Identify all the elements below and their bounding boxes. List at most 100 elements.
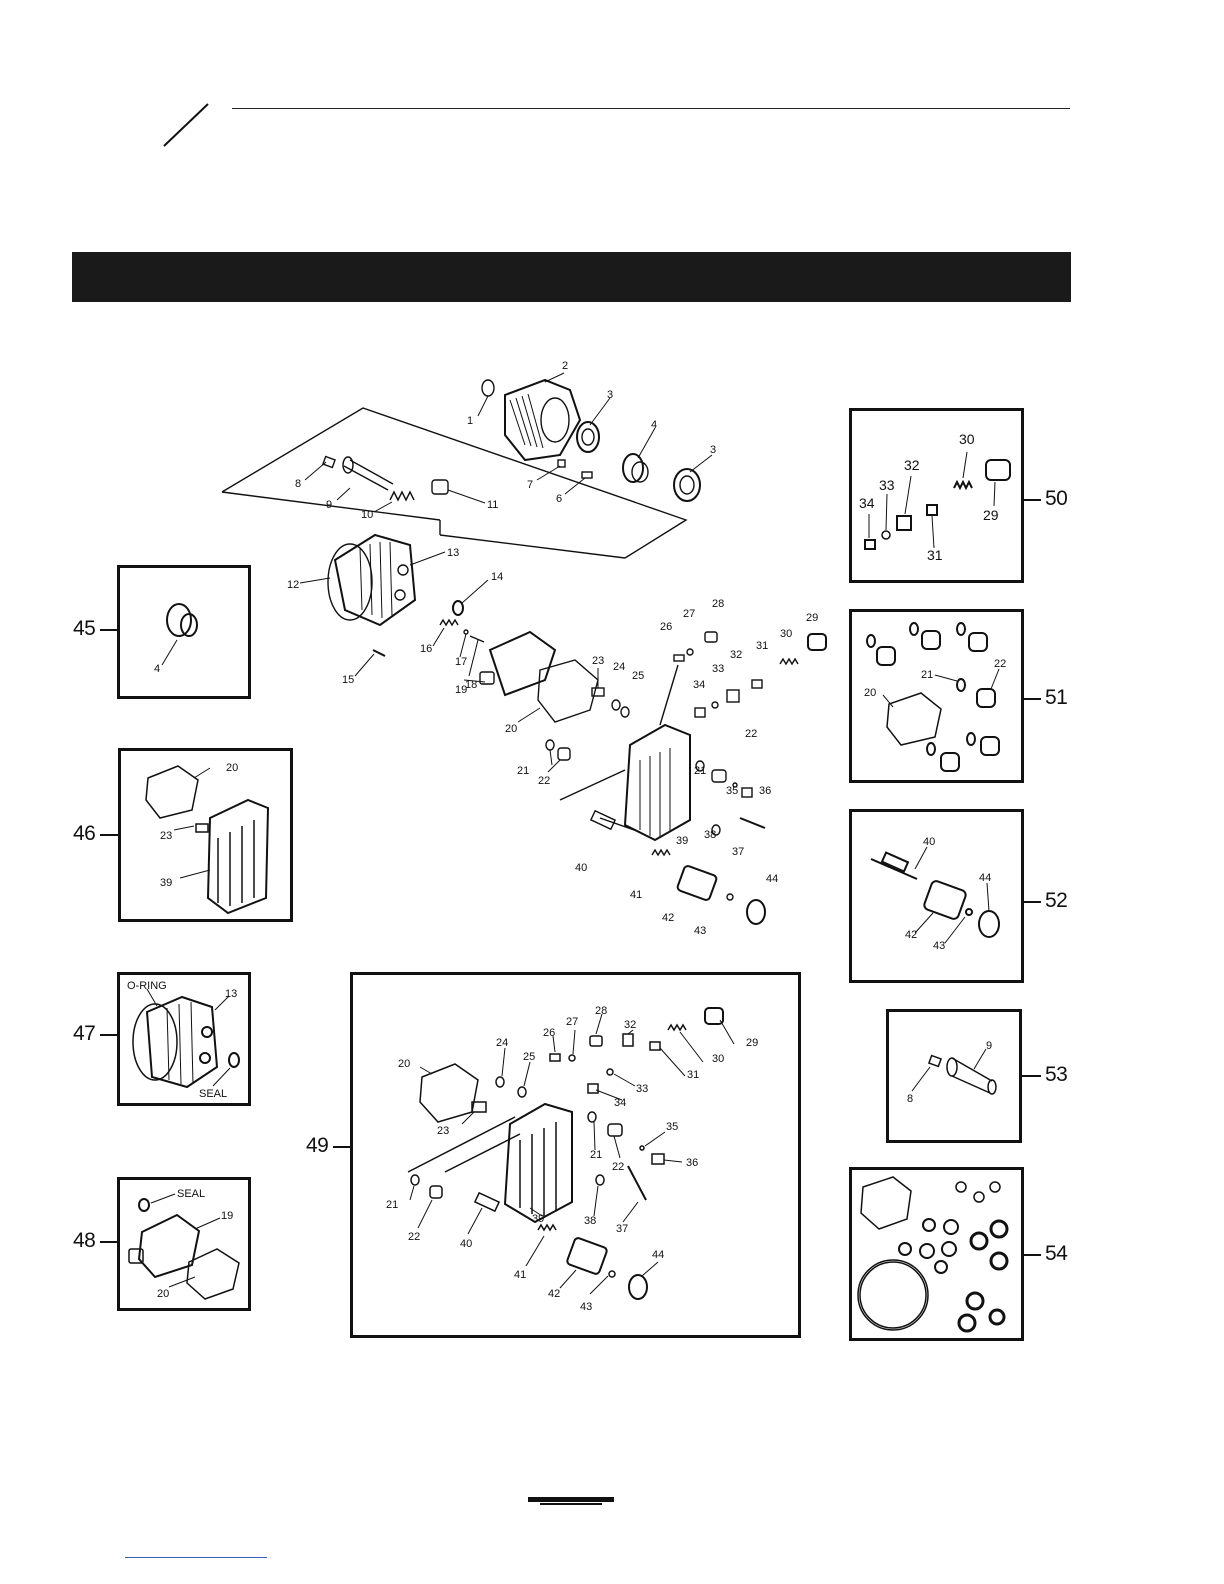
kit-49-callout-21: 21 <box>590 1149 602 1161</box>
main-callout-42: 42 <box>662 912 674 924</box>
main-callout-30: 30 <box>780 628 792 640</box>
main-callout-36: 36 <box>759 785 771 797</box>
kit-50-callout-29: 29 <box>983 507 999 523</box>
kit-54-label: 54 <box>1045 1242 1068 1265</box>
kit-52-leader <box>1023 901 1041 903</box>
kit-50-callout-30: 30 <box>959 431 975 447</box>
kit-49-callout-22b: 22 <box>408 1231 420 1243</box>
kit-47-diagram: O-RING 13 SEAL <box>127 980 240 1100</box>
kit-46-diagram: 20 23 39 <box>145 762 270 915</box>
main-callout-29: 29 <box>806 612 818 624</box>
kit-49-callout-37: 37 <box>616 1223 628 1235</box>
kit-49-callout-35: 35 <box>666 1121 678 1133</box>
kit-45-diagram: 4 <box>154 603 198 675</box>
kit-49-box <box>350 972 801 1338</box>
kit-49-callout-39: 39 <box>532 1213 544 1225</box>
kit-47-callout-13: 13 <box>225 988 237 1000</box>
main-callout-44: 44 <box>766 873 778 885</box>
kit-50-callout-31: 31 <box>927 547 943 563</box>
kit-48-box <box>117 1177 251 1311</box>
kit-52-callout-43: 43 <box>933 940 945 952</box>
kit-47-leader <box>100 1034 118 1036</box>
footer-mark-underline <box>540 1503 602 1505</box>
main-callout-2: 2 <box>562 360 568 372</box>
main-callout-7: 7 <box>527 479 533 491</box>
kit-49-callout-22: 22 <box>612 1161 624 1173</box>
kit-45-leader <box>100 629 118 631</box>
kit-49-callout-34: 34 <box>614 1097 626 1109</box>
kit-45-label: 45 <box>73 617 96 640</box>
kit-52-callout-40: 40 <box>923 836 935 848</box>
kit-53-leader <box>1021 1075 1041 1077</box>
main-callout-3: 3 <box>710 444 716 456</box>
kit-51-diagram: 21 22 20 <box>864 622 1006 772</box>
kit-54-diagram <box>857 1176 1009 1333</box>
main-callout-38: 38 <box>704 829 716 841</box>
footer-rule <box>125 1557 267 1558</box>
kit-49-callout-33: 33 <box>636 1083 648 1095</box>
main-callout-26: 26 <box>660 621 672 633</box>
kit-48-leader <box>100 1241 118 1243</box>
kit-53-callout-8: 8 <box>907 1093 913 1105</box>
main-callout-21: 21 <box>694 765 706 777</box>
main-callout-34: 34 <box>693 679 705 691</box>
kit-49-callout-32: 32 <box>624 1019 636 1031</box>
main-callout-9: 9 <box>326 499 332 511</box>
main-callout-13: 13 <box>447 547 459 559</box>
kit-49-leader <box>333 1146 351 1148</box>
main-callout-18: 18 <box>465 679 477 691</box>
main-callout-33: 33 <box>712 663 724 675</box>
kit-48-diagram: SEAL 19 20 <box>128 1188 240 1300</box>
kit-49-callout-25: 25 <box>523 1051 535 1063</box>
kit-51-label: 51 <box>1045 686 1068 709</box>
kit-46-callout-39: 39 <box>160 877 172 889</box>
main-callout-40: 40 <box>575 862 587 874</box>
kit-46-box <box>118 748 293 922</box>
kit-52-label: 52 <box>1045 889 1068 912</box>
kit-49-callout-44: 44 <box>652 1249 664 1261</box>
header-slash-mark <box>163 103 209 147</box>
kit-51-leader <box>1023 698 1041 700</box>
main-callout-25: 25 <box>632 670 644 682</box>
kit-50-callout-32: 32 <box>904 457 920 473</box>
main-callout-11: 11 <box>487 499 498 511</box>
section-banner <box>72 252 1071 302</box>
main-callout-4: 4 <box>651 419 657 431</box>
main-callout-35: 35 <box>726 785 738 797</box>
kit-46-callout-20: 20 <box>226 762 238 774</box>
kit-50-callout-34: 34 <box>859 495 875 511</box>
main-callout-3: 3 <box>607 389 613 401</box>
main-callout-12: 12 <box>287 579 299 591</box>
main-callout-22: 22 <box>745 728 757 740</box>
kit-54-leader <box>1023 1254 1041 1256</box>
main-callout-20: 20 <box>505 723 517 735</box>
kit-52-box <box>849 809 1024 983</box>
kit-49-diagram: 20 24 25 26 27 28 32 29 30 31 33 34 35 2… <box>386 1005 758 1313</box>
kit-49-callout-40: 40 <box>460 1238 472 1250</box>
kit-51-callout-21: 21 <box>921 669 933 681</box>
kit-52-callout-42: 42 <box>905 929 917 941</box>
kit-49-callout-43: 43 <box>580 1301 592 1313</box>
kit-49-callout-26: 26 <box>543 1027 555 1039</box>
main-callout-1: 1 <box>467 415 473 427</box>
main-callout-15: 15 <box>342 674 354 686</box>
main-callout-17: 17 <box>455 656 467 668</box>
main-callout-24: 24 <box>613 661 625 673</box>
kit-46-leader <box>100 834 119 836</box>
kit-49-callout-41: 41 <box>514 1269 526 1281</box>
kit-46-label: 46 <box>73 822 96 845</box>
kit-50-leader <box>1023 499 1041 501</box>
kit-51-callout-20: 20 <box>864 687 876 699</box>
main-callout-6: 6 <box>556 493 562 505</box>
kit-48-label: 48 <box>73 1229 96 1252</box>
main-callout-23: 23 <box>592 655 604 667</box>
kit-53-callout-9: 9 <box>986 1040 992 1052</box>
main-callout-37: 37 <box>732 846 744 858</box>
kit-51-callout-22: 22 <box>994 658 1006 670</box>
kit-48-callout-seal: SEAL <box>177 1188 205 1200</box>
kit-52-diagram: 40 44 42 43 <box>870 836 1000 952</box>
kit-49-callout-36: 36 <box>686 1157 698 1169</box>
kit-49-callout-24: 24 <box>496 1037 508 1049</box>
main-callout-19: 19 <box>455 684 467 696</box>
main-callout-27: 27 <box>683 608 695 620</box>
